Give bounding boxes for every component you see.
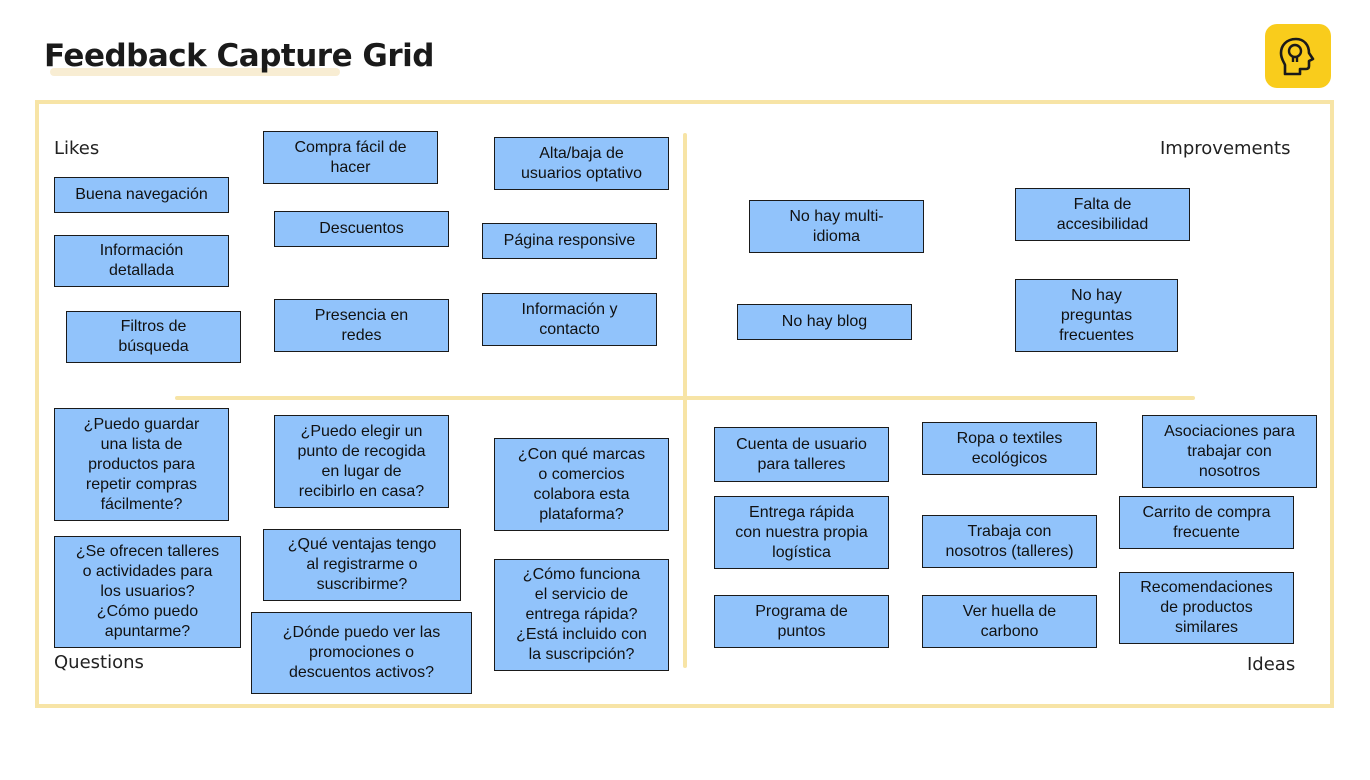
sticky-note[interactable]: ¿Con qué marcas o comercios colabora est… — [494, 438, 669, 531]
sticky-note[interactable]: ¿Cómo funciona el servicio de entrega rá… — [494, 559, 669, 671]
sticky-note[interactable]: Buena navegación — [54, 177, 229, 213]
sticky-note[interactable]: Descuentos — [274, 211, 449, 247]
sticky-note[interactable]: Filtros de búsqueda — [66, 311, 241, 363]
sticky-note[interactable]: Ver huella de carbono — [922, 595, 1097, 648]
vertical-axis — [683, 133, 687, 668]
sticky-note[interactable]: Cuenta de usuario para talleres — [714, 427, 889, 482]
sticky-note[interactable]: Programa de puntos — [714, 595, 889, 648]
sticky-note[interactable]: Trabaja con nosotros (talleres) — [922, 515, 1097, 568]
quadrant-label-likes: Likes — [54, 138, 100, 159]
sticky-note[interactable]: Información y contacto — [482, 293, 657, 346]
sticky-note[interactable]: Recomendaciones de productos similares — [1119, 572, 1294, 644]
sticky-note[interactable]: Compra fácil de hacer — [263, 131, 438, 184]
feedback-grid-board — [35, 100, 1334, 708]
sticky-note[interactable]: Falta de accesibilidad — [1015, 188, 1190, 241]
quadrant-label-improvements: Improvements — [1160, 138, 1291, 159]
quadrant-label-questions: Questions — [54, 652, 144, 673]
sticky-note[interactable]: ¿Se ofrecen talleres o actividades para … — [54, 536, 241, 648]
sticky-note[interactable]: ¿Dónde puedo ver las promociones o descu… — [251, 612, 472, 694]
sticky-note[interactable]: ¿Puedo guardar una lista de productos pa… — [54, 408, 229, 521]
title-highlight — [50, 68, 340, 76]
lightbulb-head-icon — [1265, 24, 1331, 88]
sticky-note[interactable]: ¿Puedo elegir un punto de recogida en lu… — [274, 415, 449, 508]
sticky-note[interactable]: Alta/baja de usuarios optativo — [494, 137, 669, 190]
sticky-note[interactable]: No hay preguntas frecuentes — [1015, 279, 1178, 352]
horizontal-axis — [175, 396, 1195, 400]
sticky-note[interactable]: Entrega rápida con nuestra propia logíst… — [714, 496, 889, 569]
sticky-note[interactable]: No hay multi- idioma — [749, 200, 924, 253]
sticky-note[interactable]: Carrito de compra frecuente — [1119, 496, 1294, 549]
sticky-note[interactable]: Ropa o textiles ecológicos — [922, 422, 1097, 475]
quadrant-label-ideas: Ideas — [1247, 654, 1296, 675]
sticky-note[interactable]: Asociaciones para trabajar con nosotros — [1142, 415, 1317, 488]
sticky-note[interactable]: Página responsive — [482, 223, 657, 259]
sticky-note[interactable]: Presencia en redes — [274, 299, 449, 352]
sticky-note[interactable]: No hay blog — [737, 304, 912, 340]
sticky-note[interactable]: ¿Qué ventajas tengo al registrarme o sus… — [263, 529, 461, 601]
sticky-note[interactable]: Información detallada — [54, 235, 229, 287]
page-title: Feedback Capture Grid — [44, 38, 434, 74]
